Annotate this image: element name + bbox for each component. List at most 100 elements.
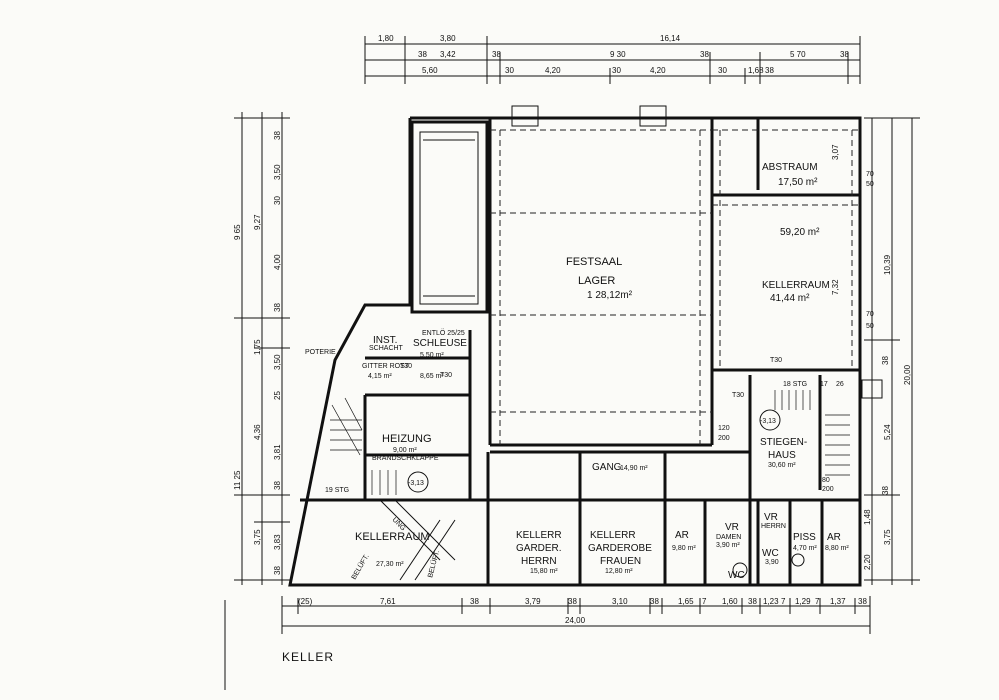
dim-right-6: 3,07 — [831, 144, 840, 160]
dim-bot-7: 38 — [650, 597, 659, 606]
label-belueftung-2: BELÜFT. — [426, 549, 441, 578]
dim-bot-11: 38 — [748, 597, 757, 606]
label-ar-1-area: 9,80 m² — [672, 545, 696, 552]
label-entlo: ENTLÖ 25/25 — [422, 329, 465, 337]
note-200: 200 — [718, 435, 730, 442]
label-heizung: HEIZUNG — [382, 433, 432, 445]
dim-top-2: 3,80 — [440, 34, 456, 43]
label-vr: VR — [725, 522, 739, 533]
dim-left-14: 3,81 — [273, 444, 282, 460]
note-50-b: 50 — [866, 323, 874, 330]
level-marker-right — [759, 409, 781, 431]
dim-bot-total: 24,00 — [565, 616, 586, 625]
label-level-right: -3,13 — [760, 418, 776, 425]
label-level-left: -3,13 — [408, 480, 424, 487]
walls — [288, 105, 883, 587]
dim-right-4: 38 — [881, 356, 890, 365]
label-abstraum-area: 17,50 m² — [778, 177, 818, 188]
note-200-b: 200 — [822, 486, 834, 493]
label-ar-2-area: 8,80 m² — [825, 545, 849, 552]
label-poterie: POTERIE — [305, 349, 336, 356]
dim-left-17: 38 — [273, 566, 282, 575]
dim-bot-10: 1,60 — [722, 597, 738, 606]
label-kellerraum-left: KELLERRAUM — [355, 531, 430, 543]
label-garder-herrn: GARDER. — [516, 543, 562, 554]
note-t30-d: T30 — [400, 363, 412, 370]
note-70-a: 70 — [866, 171, 874, 178]
left-dimensions: 9 65 11 25 9,27 1,75 4,36 3,75 38 3,50 3… — [233, 112, 290, 585]
label-wc-2: WC — [762, 548, 779, 559]
dim-bot-16: 1,37 — [830, 597, 846, 606]
dim-top-12: 30 — [505, 66, 514, 75]
label-19-stg: 19 STG — [325, 487, 349, 494]
label-frauen: FRAUEN — [600, 556, 641, 567]
label-damen: DAMEN — [716, 534, 741, 541]
dim-bot-4: 3,79 — [525, 597, 541, 606]
right-dimensions: 20,00 10,39 5,24 3,75 38 7,32 3,07 38 2,… — [831, 117, 920, 585]
dim-right-3: 3,75 — [883, 529, 892, 545]
note-t30-a: T30 — [770, 357, 782, 364]
dim-top-5: 3,42 — [440, 50, 456, 59]
note-80: 80 — [822, 477, 830, 484]
label-abstraum: ABSTRAUM — [762, 162, 818, 173]
light-shaft — [419, 131, 479, 305]
label-festsaal: FESTSAAL — [566, 256, 622, 268]
label-frauen-area: 12,80 m² — [605, 568, 633, 575]
dim-left-13: 25 — [273, 391, 282, 400]
label-kellerr-frauen: KELLERR — [590, 530, 636, 541]
dim-bot-5: 38 — [568, 597, 577, 606]
note-120: 120 — [718, 425, 730, 432]
label-vr-2: VR — [764, 512, 778, 523]
dim-bot-13: 7 — [781, 597, 786, 606]
label-17: 17 — [820, 381, 828, 388]
label-schleuse-area: 5,50 m² — [420, 352, 444, 359]
dim-top-17: 1,68 — [748, 66, 764, 75]
dim-top-4: 38 — [418, 50, 427, 59]
label-inst: INST. — [373, 335, 397, 346]
dim-top-16: 30 — [718, 66, 727, 75]
label-garderobe-frauen: GARDEROBE — [588, 543, 652, 554]
dim-top-1: 1,80 — [378, 34, 394, 43]
dim-top-13: 4,20 — [545, 66, 561, 75]
label-kellerraum-left-area: 27,30 m² — [376, 561, 404, 568]
dim-right-9: 1,48 — [863, 509, 872, 525]
dim-left-8: 3,50 — [273, 164, 282, 180]
note-t30-c: T30 — [440, 372, 452, 379]
label-schleuse: SCHLEUSE — [413, 338, 467, 349]
label-gang-area: 14,90 m² — [620, 465, 648, 472]
dim-bot-9: 7 — [702, 597, 707, 606]
dim-left-1: 9 65 — [233, 224, 242, 240]
level-marker-left — [407, 471, 429, 493]
dim-bot-14: 1,29 — [795, 597, 811, 606]
dim-bot-1: (25) — [298, 597, 313, 606]
label-heizung-area: 9,00 m² — [393, 447, 417, 454]
dim-bot-17: 38 — [858, 597, 867, 606]
dim-left-7: 38 — [273, 131, 282, 140]
dim-top-7: 9 30 — [610, 50, 626, 59]
label-kellerraum-right: KELLERRAUM — [762, 280, 830, 291]
top-dimensions: 1,80 3,80 16,14 38 3,42 38 9 30 38 5 70 … — [364, 34, 861, 84]
label-kellerr-herrn: KELLERR — [516, 530, 562, 541]
label-damen-area: 3,90 m² — [716, 542, 740, 549]
dim-top-15: 4,20 — [650, 66, 666, 75]
note-50-a: 50 — [866, 181, 874, 188]
dim-left-9: 30 — [273, 196, 282, 205]
label-herrn-2: HERRN — [761, 523, 786, 530]
dim-right-5: 7,32 — [831, 279, 840, 295]
dim-left-12: 3,50 — [273, 354, 282, 370]
dim-left-2: 11 25 — [233, 470, 242, 490]
label-kellerraum-right-area: 41,44 m² — [770, 293, 810, 304]
dim-top-10: 38 — [840, 50, 849, 59]
label-stiegen-2: HAUS — [768, 450, 796, 461]
label-26: 26 — [836, 381, 844, 388]
stairs-left — [330, 397, 397, 495]
dim-bot-3: 38 — [470, 597, 479, 606]
dim-bot-6: 3,10 — [612, 597, 628, 606]
label-gitter-area: 4,15 m² — [368, 373, 392, 380]
dim-left-4: 1,75 — [253, 339, 262, 355]
wc-fixture — [732, 562, 748, 578]
bottom-dimensions: (25) 7,61 38 3,79 38 3,10 38 1,65 7 1,60… — [281, 596, 871, 634]
dim-right-1: 10,39 — [883, 254, 892, 275]
label-herrn-area: 15,80 m² — [530, 568, 558, 575]
